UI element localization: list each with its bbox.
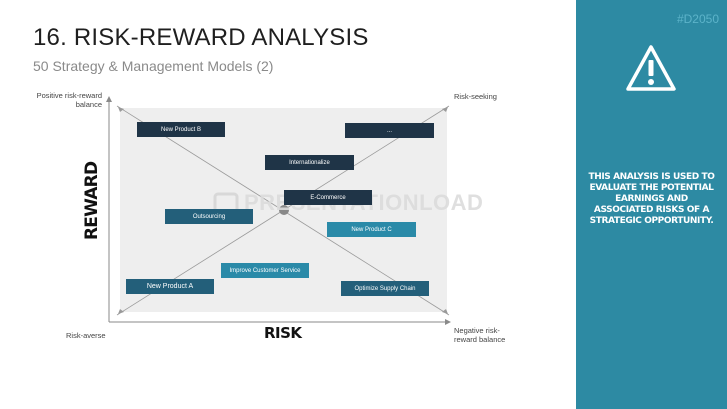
page-title: 16. RISK-REWARD ANALYSIS — [33, 24, 369, 51]
item-box: Internationalize — [265, 155, 354, 170]
label-bottom-left: Risk-averse — [66, 331, 106, 340]
item-box: New Product B — [137, 122, 225, 137]
item-box: E-Commerce — [284, 190, 372, 205]
item-box: New Product C — [327, 222, 416, 237]
arrow-bottom-left — [118, 309, 124, 314]
item-box: Improve Customer Service — [221, 263, 309, 278]
center-dot — [279, 205, 289, 215]
item-box: New Product A — [126, 279, 214, 294]
warning-triangle-icon — [626, 45, 676, 91]
arrow-top-right — [442, 107, 448, 112]
arrow-bottom-right — [442, 309, 448, 314]
label-bottom-right: Negative risk-reward balance — [454, 326, 506, 344]
y-axis-label: REWARD — [82, 161, 102, 240]
y-axis-arrow — [106, 96, 112, 102]
arrow-top-left — [118, 107, 124, 112]
item-box: ... — [345, 123, 434, 138]
panel-description: THIS ANALYSIS IS USED TO EVALUATE THE PO… — [588, 172, 715, 226]
slide-code: #D2050 — [676, 12, 719, 26]
label-top-left: Positive risk-reward balance — [36, 91, 102, 109]
page-subtitle: 50 Strategy & Management Models (2) — [33, 58, 274, 74]
item-box: Optimize Supply Chain — [341, 281, 429, 296]
label-top-right: Risk-seeking — [454, 92, 497, 101]
x-axis-label: RISK — [264, 324, 302, 342]
side-panel: #D2050 THIS ANALYSIS IS USED TO EVALUATE… — [576, 0, 727, 409]
x-axis-arrow — [445, 319, 451, 325]
item-box: Outsourcing — [165, 209, 253, 224]
